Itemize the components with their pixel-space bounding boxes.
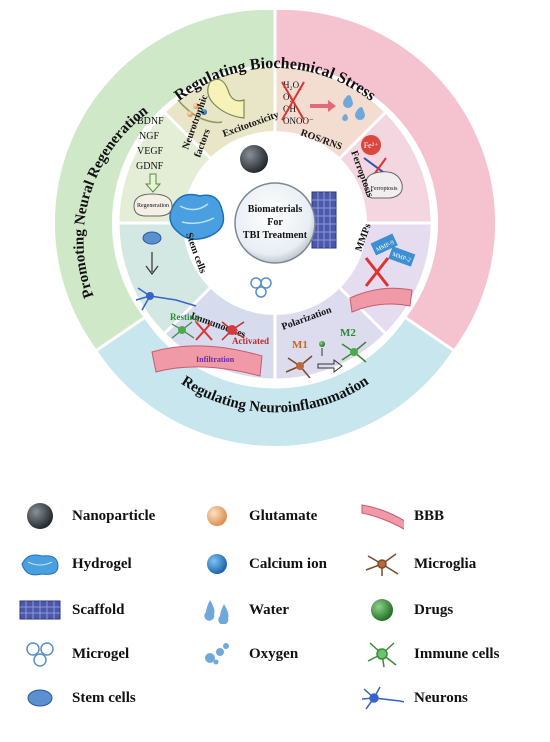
ros-species-3: OH (283, 104, 296, 114)
legend-item-oxygen: Oxygen (195, 640, 298, 668)
m1-label: M1 (292, 339, 308, 351)
legend-label: Scaffold (72, 601, 125, 618)
legend-item-drugs: Drugs (360, 596, 453, 624)
legend-label: Microgel (72, 645, 130, 662)
ferroptosis-brain-label: Ferroptosis (371, 186, 399, 192)
legend-item-microglia: Microglia (360, 550, 476, 578)
infiltration-label: Infiltration (196, 355, 235, 364)
neurons-icon (360, 684, 404, 712)
nanoparticle-icon (18, 502, 62, 530)
factor-vegf: VEGF (137, 146, 164, 157)
legend-item-glutamate: Glutamate (195, 502, 317, 530)
calcium-ion-icon (195, 550, 239, 578)
drugs-icon (360, 596, 404, 624)
ros-species-2: O₂ (283, 92, 293, 102)
legend-item-hydrogel: Hydrogel (18, 550, 132, 578)
bbb-icon (360, 502, 404, 530)
center-sphere: Biomaterials For TBI Treatment (234, 182, 316, 264)
nanoparticle-icon (240, 145, 268, 173)
ros-species-4: ONOO⁻ (283, 116, 314, 126)
immune-cells-icon (360, 640, 404, 668)
legend: Nanoparticle Hydrogel Scaffold Microgel … (0, 470, 550, 742)
hydrogel-icon (18, 550, 62, 578)
glutamate-icon (195, 502, 239, 530)
legend-label: Calcium ion (249, 555, 327, 572)
oxygen-icon (195, 640, 239, 668)
scaffold-icon (311, 191, 337, 249)
ring-biochemical-stress (275, 9, 496, 350)
microgel-icon (18, 640, 62, 668)
hydrogel-icon (169, 193, 225, 240)
microgel-icon (250, 277, 272, 298)
regeneration-label: Regeneration (137, 203, 169, 209)
center-line1: Biomaterials (248, 204, 303, 215)
legend-label: Neurons (414, 689, 468, 706)
factor-ngf: NGF (139, 131, 159, 142)
center-line3: TBI Treatment (243, 230, 308, 241)
legend-item-scaffold: Scaffold (18, 596, 125, 624)
stem-cells-icon (18, 684, 62, 712)
microglia-icon (360, 550, 404, 578)
ring-neural-regeneration (54, 9, 275, 350)
legend-label: Water (249, 601, 289, 618)
water-icon (195, 596, 239, 624)
legend-item-nanoparticle: Nanoparticle (18, 502, 155, 530)
legend-item-bbb: BBB (360, 502, 444, 530)
factor-gdnf: GDNF (136, 161, 164, 172)
mmps-illustration: MMP-9 MMP-2 MMPs (349, 222, 416, 313)
resting-label: Resting (170, 312, 199, 322)
ring-neuroinflammation (97, 318, 453, 447)
m2-label: M2 (340, 327, 356, 339)
biomaterial-icons (169, 145, 337, 298)
legend-label: Oxygen (249, 645, 299, 662)
factor-bdnf: BDNF (137, 116, 164, 127)
legend-label: Microglia (414, 555, 477, 572)
legend-label: Nanoparticle (72, 507, 156, 524)
legend-item-immune-cells: Immune cells (360, 640, 499, 668)
legend-item-calcium-ion: Calcium ion (195, 550, 327, 578)
legend-item-water: Water (195, 596, 289, 624)
tbi-diagram: Biomaterials For TBI Treatment Regulatin… (54, 9, 496, 447)
center-line2: For (267, 217, 283, 228)
legend-item-stem-cells: Stem cells (18, 684, 136, 712)
legend-item-microgel: Microgel (18, 640, 129, 668)
legend-label: Glutamate (249, 507, 318, 524)
legend-label: Drugs (414, 601, 454, 618)
legend-label: Stem cells (72, 689, 136, 706)
legend-label: BBB (414, 507, 445, 524)
activated-label: Activated (232, 336, 269, 346)
legend-label: Hydrogel (72, 555, 132, 572)
legend-label: Immune cells (414, 645, 500, 662)
scaffold-icon (18, 596, 62, 624)
fe-ion-label: Fe²⁺ (364, 141, 379, 150)
legend-item-neurons: Neurons (360, 684, 468, 712)
ros-species-1: H₂O₂ (283, 80, 302, 90)
outer-ring (54, 9, 496, 447)
